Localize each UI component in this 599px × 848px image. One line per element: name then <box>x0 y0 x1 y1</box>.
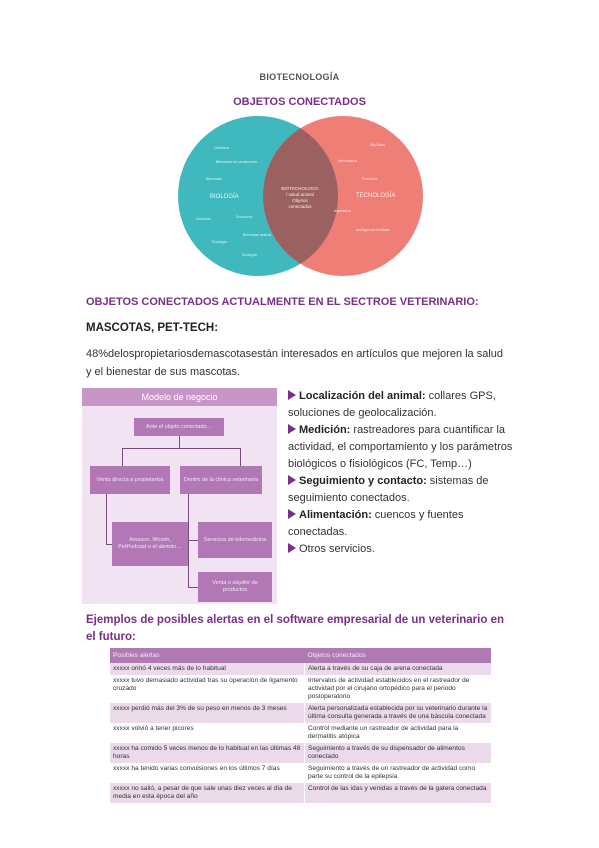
bullet-item: Otros servicios. <box>288 541 513 558</box>
object-cell: Seguimiento a través de un rastreador de… <box>304 763 491 783</box>
object-cell: Seguimiento a través de su dispensador d… <box>304 743 491 763</box>
bullet-text: collares GPS, soluciones de geolocalizac… <box>288 390 496 419</box>
heading-current-objects: OBJETOS CONECTADOS ACTUALMENTE EN EL SEC… <box>86 296 479 308</box>
table-row: xxxxx ha comido 5 veces menos de lo habi… <box>110 743 491 763</box>
venn-right-label: TECNOLOGÍA <box>356 192 395 199</box>
bullet-item: Medición: rastreadores para cuantificar … <box>288 422 513 473</box>
venn-center-line-3: Objetos <box>292 198 308 203</box>
venn-left-item: Bienestar <box>206 177 223 181</box>
bullet-bold: Localización del animal: <box>299 390 426 402</box>
venn-center-line-4: conectados <box>288 204 312 209</box>
connector <box>122 448 240 449</box>
connector <box>106 494 107 544</box>
venn-diagram: BIOLOGÍA TECNOLOGÍA BIOTECNOLOGÍA / salu… <box>178 116 423 276</box>
bm-right-child-node-1: Servicios de telemedicina <box>198 522 272 558</box>
venn-left-item: Evolución <box>236 215 252 219</box>
arrow-bullet-icon <box>288 424 296 434</box>
connector <box>240 448 241 466</box>
venn-left-item: Bienestar de producción <box>216 160 257 164</box>
arrow-bullet-icon <box>288 390 296 400</box>
bullet-text: cuencos y fuentes conectadas. <box>288 509 464 538</box>
alerts-table: Posibles alertas Objetos conectados xxxx… <box>110 648 491 803</box>
venn-left-label: BIOLOGÍA <box>210 193 239 200</box>
bm-left-branch-node: Venta directa a propietarios <box>90 466 170 494</box>
object-cell: Control mediante un rastreador de activi… <box>304 723 491 743</box>
bm-root-node: Ante el objeto conectado… <box>134 418 224 436</box>
venn-center-line-2: / salud animal <box>286 192 314 197</box>
venn-left-item: Genética <box>214 146 230 150</box>
venn-left-item: Bienestar animal <box>243 233 271 237</box>
object-cell: Control de las idas y venidas a través d… <box>304 783 491 803</box>
heading-alert-examples: Ejemplos de posibles alertas en el softw… <box>86 614 504 643</box>
table-header-row: Posibles alertas Objetos conectados <box>110 648 491 663</box>
venn-left-item: Ecología <box>212 240 228 244</box>
alert-cell: xxxxx orinó 4 veces más de lo habitual <box>110 663 305 675</box>
table-row: xxxxx tuvo demasiado actividad tras su o… <box>110 675 491 703</box>
table-row: xxxxx no salió, a pesar de que sale unas… <box>110 783 491 803</box>
connector <box>188 587 198 588</box>
bullet-text: rastreadores para cuantificar la activid… <box>288 424 513 470</box>
bullet-bold: Seguimiento y contacto: <box>299 475 427 487</box>
alert-cell: xxxxx volvió a tener picores <box>110 723 305 743</box>
alert-cell: xxxxx no salió, a pesar de que sale unas… <box>110 783 305 803</box>
bullet-text: sistemas de seguimiento conectados. <box>288 475 489 504</box>
bullet-item: Alimentación: cuencos y fuentes conectad… <box>288 507 513 541</box>
venn-right-item: Robótica <box>362 177 378 181</box>
arrow-bullet-icon <box>288 543 296 553</box>
business-model-header: Modelo de negocio <box>82 388 277 406</box>
bullet-bold: Alimentación: <box>299 509 372 521</box>
table-row: xxxxx perdió más del 3% de su peso en me… <box>110 703 491 723</box>
intro-paragraph: 48%delospropietariosdemascotasestán inte… <box>86 348 504 378</box>
venn-intersection <box>263 116 338 276</box>
alert-cell: xxxxx perdió más del 3% de su peso en me… <box>110 703 305 723</box>
venn-left-item: Nutrición <box>196 217 211 221</box>
column-header: Posibles alertas <box>110 648 305 663</box>
object-cell: Intervalos de actividad establecidos en … <box>304 675 491 703</box>
document-title: BIOTECNOLOGÍA <box>259 72 340 82</box>
venn-left-item: Ecología <box>242 253 258 257</box>
feature-bullet-list: Localización del animal: collares GPS, s… <box>288 388 513 558</box>
connector <box>188 494 189 588</box>
bm-left-child-node: Amazon, Wooim, PetPodcast o el alemán… <box>112 522 188 566</box>
heading-pets: MASCOTAS, PET-TECH: <box>86 322 219 334</box>
venn-right-item: Informática <box>338 159 358 163</box>
bullet-bold: Medición: <box>299 424 351 436</box>
alert-cell: xxxxx ha tenido varias convulsiones en l… <box>110 763 305 783</box>
bullet-item: Seguimiento y contacto: sistemas de segu… <box>288 473 513 507</box>
bm-right-branch-node: Dentro de la clínica veterinaria <box>180 466 262 494</box>
connector <box>106 544 112 545</box>
connector <box>188 540 198 541</box>
bullet-text: Otros servicios. <box>299 543 375 555</box>
venn-right-item: Inteligencia Artificial <box>356 228 390 232</box>
venn-right-item: Big Data <box>370 143 385 147</box>
arrow-bullet-icon <box>288 509 296 519</box>
object-cell: Alerta a través de su caja de arena cone… <box>304 663 491 675</box>
venn-center-line-1: BIOTECNOLOGÍA <box>281 185 318 191</box>
bm-right-child-node-2: Venta o alquiler de productos <box>198 572 272 602</box>
bullet-item: Localización del animal: collares GPS, s… <box>288 388 513 422</box>
business-model-diagram: Modelo de negocio Ante el objeto conecta… <box>82 388 277 604</box>
alert-cell: xxxxx tuvo demasiado actividad tras su o… <box>110 675 305 703</box>
alert-cell: xxxxx ha comido 5 veces menos de lo habi… <box>110 743 305 763</box>
section-title: OBJETOS CONECTADOS <box>233 96 366 108</box>
table-row: xxxxx ha tenido varias convulsiones en l… <box>110 763 491 783</box>
arrow-bullet-icon <box>288 475 296 485</box>
connector <box>122 448 123 466</box>
object-cell: Alerta personalizada establecida por su … <box>304 703 491 723</box>
column-header: Objetos conectados <box>304 648 491 663</box>
connector <box>179 436 180 448</box>
venn-right-item: Ingeniería <box>334 209 352 213</box>
